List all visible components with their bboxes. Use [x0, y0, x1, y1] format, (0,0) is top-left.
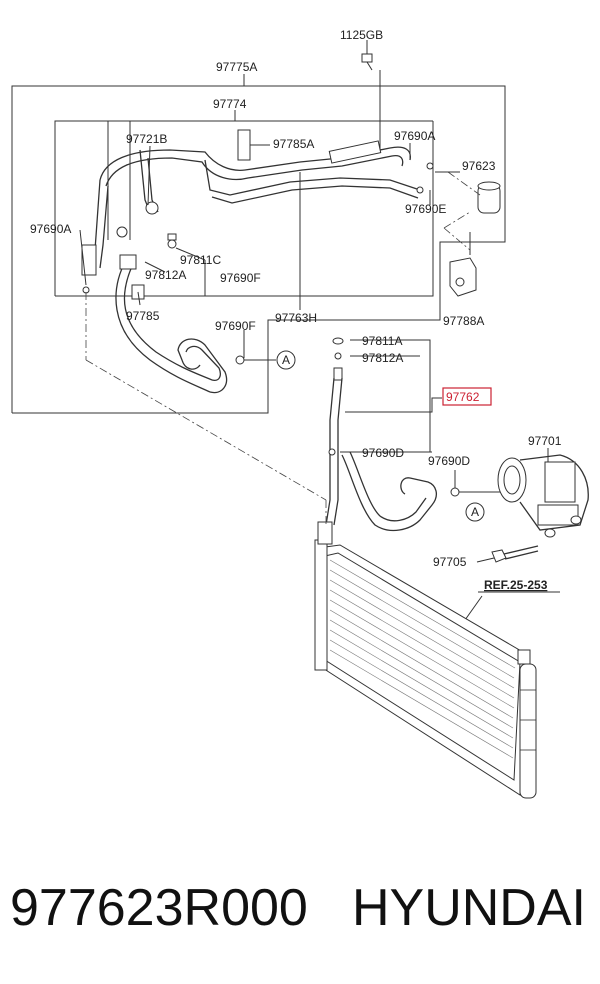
- label-97701: 97701: [528, 434, 562, 448]
- label-97690F-upper: 97690F: [220, 271, 261, 285]
- label-ref-25-253: REF.25-253: [484, 578, 548, 592]
- receiver-drier-97623: [443, 171, 501, 251]
- compressor-97701: [497, 454, 589, 538]
- circle-a-lower-label: A: [471, 505, 479, 519]
- circle-a-lower: A: [465, 502, 485, 522]
- label-97812A-lower: 97812A: [362, 351, 403, 365]
- bracket-97788A: [449, 257, 477, 297]
- label-97762: 97762: [446, 390, 480, 404]
- label-97721B: 97721B: [126, 132, 167, 146]
- label-97690A-top: 97690A: [394, 129, 435, 143]
- ac-parts-diagram: A A: [11, 28, 589, 799]
- label-97775A: 97775A: [216, 60, 257, 74]
- label-97690F-lower: 97690F: [215, 319, 256, 333]
- frame-97775A: [11, 85, 506, 414]
- frame-97774: [54, 120, 434, 297]
- label-97763H: 97763H: [275, 311, 317, 325]
- label-97623: 97623: [462, 159, 496, 173]
- bolt-1125GB: [361, 40, 381, 150]
- label-97774: 97774: [213, 97, 247, 111]
- part-labels: 1125GB 97775A 97774 97721B 97785A 97690A…: [30, 28, 562, 592]
- brand-name: HYUNDAI: [351, 879, 586, 937]
- footer: 977623R000 HYUNDAI: [0, 878, 600, 948]
- label-97785: 97785: [126, 309, 160, 323]
- label-97785A: 97785A: [273, 137, 314, 151]
- condenser: [314, 521, 537, 799]
- label-97690D-right: 97690D: [428, 454, 470, 468]
- label-97705: 97705: [433, 555, 467, 569]
- label-97690E: 97690E: [405, 202, 446, 216]
- bolt-97705: [491, 545, 539, 563]
- label-97811C: 97811C: [180, 253, 221, 267]
- label-97762-highlight: 97762: [442, 387, 492, 406]
- label-1125GB: 1125GB: [340, 28, 383, 42]
- upper-hose-assembly: [81, 129, 434, 394]
- part-number: 977623R000: [10, 879, 308, 937]
- label-97690A-left: 97690A: [30, 222, 71, 236]
- label-97788A: 97788A: [443, 314, 484, 328]
- circle-a-upper-label: A: [282, 353, 290, 367]
- dashed-reference-lines: [85, 292, 327, 525]
- leader-lines: [79, 74, 560, 621]
- circle-a-upper: A: [276, 350, 296, 370]
- label-97690D-left: 97690D: [362, 446, 404, 460]
- label-97811A: 97811A: [362, 334, 402, 348]
- label-97812A-upper: 97812A: [145, 268, 186, 282]
- pipe-97762: [325, 337, 460, 532]
